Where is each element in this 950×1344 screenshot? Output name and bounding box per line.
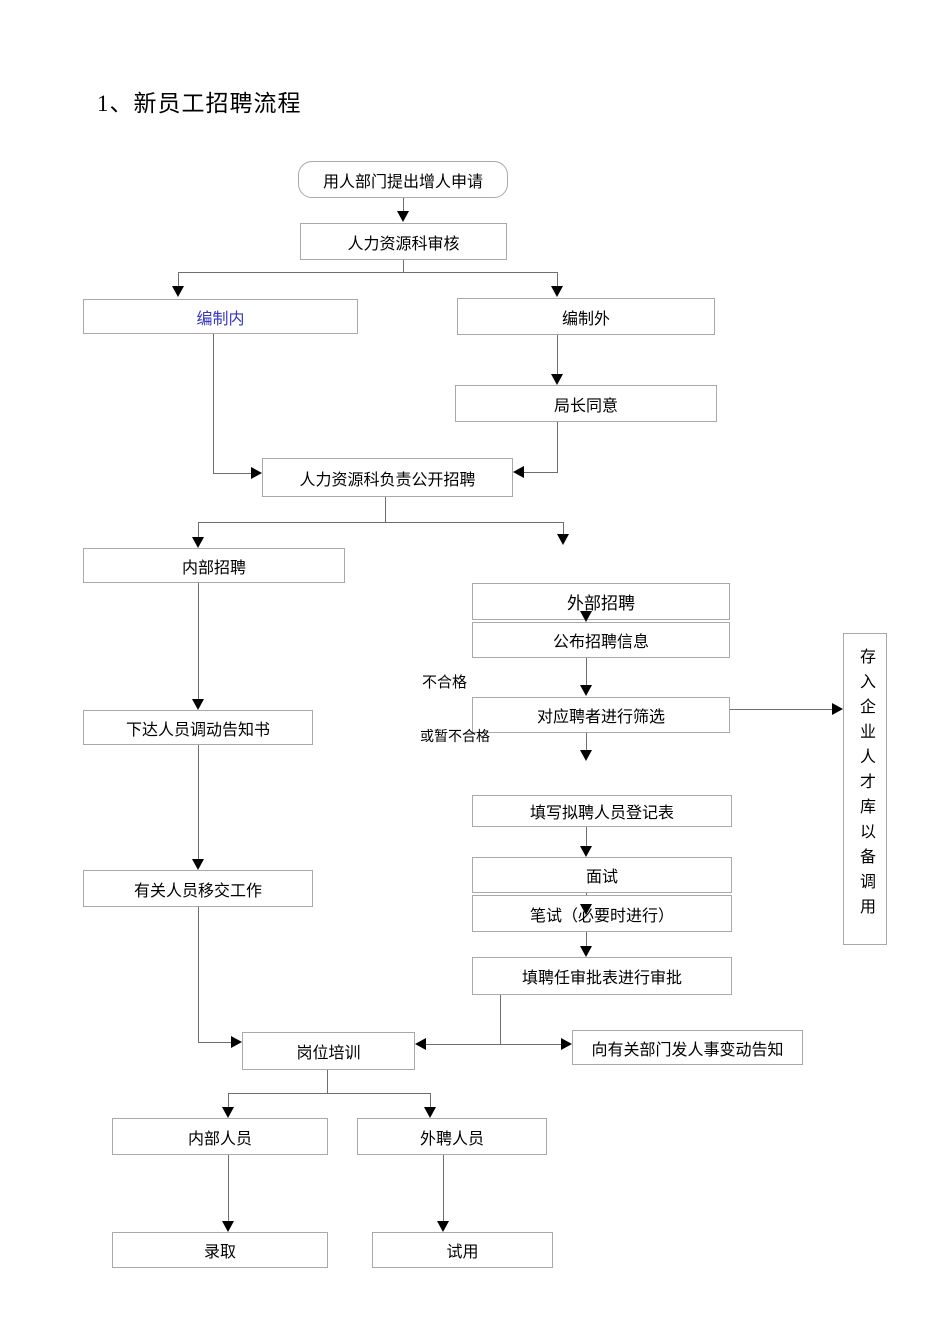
edge-label-or-temporarily-unqualified: 或暂不合格 [420, 730, 490, 745]
arrowhead-down [192, 859, 204, 870]
node-admit: 录取 [112, 1232, 328, 1268]
arrowhead-down [397, 211, 409, 222]
connector-line [198, 583, 199, 700]
node-transfer-notice: 下达人员调动告知书 [83, 710, 313, 745]
connector-line [403, 198, 404, 212]
arrowhead-down [192, 699, 204, 710]
node-external-staff: 外聘人员 [357, 1118, 547, 1155]
arrowhead-down [580, 946, 592, 957]
arrowhead-right [251, 467, 262, 479]
connector-line [586, 733, 587, 750]
arrowhead-down [437, 1221, 449, 1232]
node-job-training: 岗位培训 [242, 1032, 415, 1070]
node-out-establishment: 编制外 [457, 298, 715, 335]
node-director-approval: 局长同意 [455, 385, 717, 422]
connector-line [730, 709, 833, 710]
connector-line [198, 745, 199, 860]
node-internal-recruit: 内部招聘 [83, 548, 345, 583]
node-publish-info: 公布招聘信息 [472, 622, 730, 658]
connector-line [198, 522, 563, 523]
arrowhead-down [580, 611, 592, 622]
connector-line [586, 658, 587, 686]
connector-line [327, 1070, 328, 1093]
node-external-recruit: 外部招聘 [472, 583, 730, 620]
connector-line [563, 522, 564, 535]
node-approval-form: 填聘任审批表进行审批 [472, 957, 732, 995]
connector-line [524, 472, 558, 473]
connector-line [500, 995, 501, 1044]
node-work-handover: 有关人员移交工作 [83, 870, 313, 907]
arrowhead-down [424, 1107, 436, 1118]
arrowhead-down [192, 537, 204, 548]
arrowhead-down [557, 534, 569, 545]
arrowhead-down [222, 1107, 234, 1118]
connector-line [178, 272, 179, 287]
node-registration-form: 填写拟聘人员登记表 [472, 795, 732, 827]
connector-line [228, 1155, 229, 1222]
connector-line [213, 473, 251, 474]
connector-line [198, 522, 199, 538]
node-internal-staff: 内部人员 [112, 1118, 328, 1155]
connector-line [198, 907, 199, 1043]
node-hr-open-recruit: 人力资源科负责公开招聘 [262, 458, 513, 497]
arrowhead-down [551, 286, 563, 297]
node-change-notice: 向有关部门发人事变动告知 [572, 1030, 803, 1065]
node-talent-pool: 存入企业人才库以备调用 [843, 633, 887, 945]
arrowhead-left [513, 466, 524, 478]
connector-line [403, 260, 404, 273]
connector-line [228, 1093, 430, 1094]
connector-line [426, 1044, 563, 1045]
connector-line [557, 272, 558, 287]
node-in-establishment: 编制内 [83, 299, 358, 334]
node-interview: 面试 [472, 857, 732, 893]
arrowhead-down [172, 286, 184, 297]
arrowhead-down [580, 750, 592, 761]
connector-line [557, 422, 558, 472]
connector-line [443, 1155, 444, 1222]
arrowhead-down [580, 904, 592, 915]
edge-label-unqualified: 不合格 [422, 675, 468, 691]
arrowhead-left [415, 1038, 426, 1050]
arrowhead-right [561, 1038, 572, 1050]
arrowhead-right [231, 1036, 242, 1048]
node-trial: 试用 [372, 1232, 553, 1268]
connector-line [586, 932, 587, 947]
arrowhead-down [580, 846, 592, 857]
arrowhead-right [832, 703, 843, 715]
page-title: 1、新员工招聘流程 [97, 91, 302, 116]
node-start: 用人部门提出增人申请 [298, 161, 508, 198]
connector-line [586, 827, 587, 847]
connector-line [228, 1093, 229, 1108]
connector-line [557, 335, 558, 375]
node-written-test: 笔试（必要时进行） [472, 895, 732, 932]
connector-line [198, 1042, 232, 1043]
arrowhead-down [551, 374, 563, 385]
connector-line [178, 272, 558, 273]
node-hr-review: 人力资源科审核 [300, 223, 507, 260]
node-screen-applicants: 对应聘者进行筛选 [472, 697, 730, 733]
arrowhead-down [580, 685, 592, 696]
connector-line [430, 1093, 431, 1108]
connector-line [385, 497, 386, 522]
arrowhead-down [222, 1221, 234, 1232]
connector-line [213, 334, 214, 473]
